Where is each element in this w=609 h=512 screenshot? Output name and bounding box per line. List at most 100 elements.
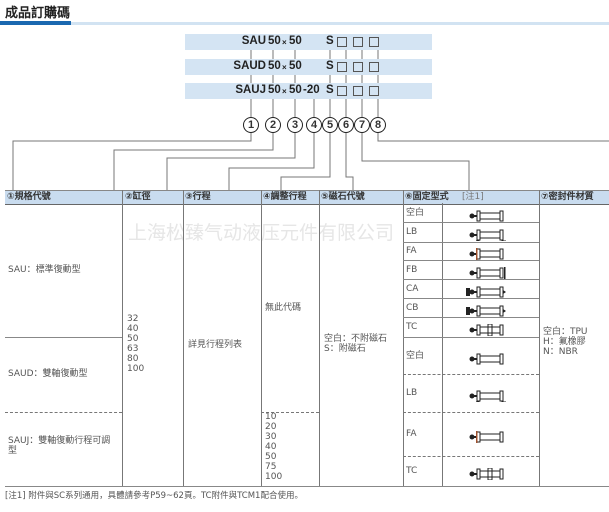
column-divider <box>403 190 404 486</box>
row-divider <box>403 337 539 338</box>
position-marker-6: 6 <box>338 117 354 133</box>
adjust-values: 10 20 30 40 50 75 100 <box>265 412 283 482</box>
title-bar-line <box>71 22 609 25</box>
option-placeholder-box <box>337 86 347 96</box>
cylinder-mount-blank-icon <box>466 207 516 221</box>
title-bar-accent <box>0 21 71 25</box>
cylinder-mount-tc-icon <box>466 465 516 481</box>
mount-code: TC <box>406 322 418 332</box>
option-placeholder-box <box>369 62 379 72</box>
row-divider <box>261 412 319 413</box>
row-divider <box>403 242 539 243</box>
footnote: [注1] 附件與SC系列通用，具體請參考P59~62頁。TC附件與TCM1配合使… <box>5 491 303 501</box>
code-stroke: 50 <box>289 35 302 47</box>
header-spec: ①規格代號 <box>7 192 51 202</box>
bore-values: 32 40 50 63 80 100 <box>127 314 145 374</box>
row-divider <box>403 456 539 457</box>
header-seal: ⑦密封件材質 <box>541 192 594 202</box>
column-divider <box>319 190 320 486</box>
code-model: SAUD <box>233 60 266 72</box>
cylinder-mount-lb-icon <box>466 226 516 242</box>
position-marker-7: 7 <box>354 117 370 133</box>
code-bore: 50 <box>268 84 281 96</box>
mount-code: LB <box>406 227 418 237</box>
row-divider <box>403 298 539 299</box>
column-divider <box>122 190 123 486</box>
position-marker-4: 4 <box>306 117 322 133</box>
column-divider <box>539 190 540 486</box>
row-divider <box>5 412 122 413</box>
position-marker-2: 2 <box>265 117 281 133</box>
mount-code: LB <box>406 388 418 398</box>
mount-code: TC <box>406 466 418 476</box>
row-divider <box>403 279 539 280</box>
seal-options: 空白：TPU H：氟橡膠 N：NBR <box>543 327 588 357</box>
row-divider <box>403 374 539 375</box>
option-placeholder-box <box>337 37 347 47</box>
mount-code: CB <box>406 302 419 313</box>
position-marker-3: 3 <box>287 117 303 133</box>
header-mount: ⑥固定型式 <box>405 192 449 202</box>
position-marker-1: 1 <box>243 117 259 133</box>
header-bore: ②缸徑 <box>125 192 151 202</box>
code-mag: S <box>326 60 334 72</box>
position-marker-8: 8 <box>370 117 386 133</box>
magnet-options: 空白：不附磁石 S：附磁石 <box>324 334 388 354</box>
row-divider <box>403 222 539 223</box>
code-x: × <box>282 38 287 47</box>
cylinder-mount-cb-icon <box>465 302 516 316</box>
code-mag: S <box>326 35 334 47</box>
column-divider <box>261 190 262 486</box>
header-magnet: ⑤磁石代號 <box>321 192 365 202</box>
cylinder-mount-fb-icon <box>466 264 516 279</box>
cylinder-mount-blank-icon <box>466 350 516 364</box>
option-placeholder-box <box>369 37 379 47</box>
spec-sauj: SAUJ：雙軸復動行程可調型 <box>8 436 111 456</box>
option-placeholder-box <box>337 62 347 72</box>
option-placeholder-box <box>353 86 363 96</box>
cylinder-mount-lb-icon <box>466 387 516 403</box>
column-divider <box>183 190 184 486</box>
row-divider <box>403 317 539 318</box>
code-stroke: 50 <box>289 60 302 72</box>
code-x: × <box>282 87 287 96</box>
cylinder-mount-fa-icon <box>466 245 516 260</box>
option-placeholder-box <box>353 62 363 72</box>
mount-code: CA <box>406 283 419 294</box>
section-title: 成品訂購碼 <box>5 6 71 21</box>
mount-code: 空白 <box>406 207 425 218</box>
cylinder-mount-tc-icon <box>466 321 516 337</box>
row-divider <box>403 260 539 261</box>
position-marker-5: 5 <box>322 117 338 133</box>
adjust-none: 無此代碼 <box>265 303 302 313</box>
mount-code: FA <box>406 429 417 439</box>
cylinder-mount-fa-icon <box>466 428 516 443</box>
code-x: × <box>282 63 287 72</box>
row-divider <box>403 412 539 413</box>
code-model: SAU <box>241 35 266 47</box>
code-mag: S <box>326 84 334 96</box>
row-divider <box>5 337 122 338</box>
option-placeholder-box <box>369 86 379 96</box>
spec-sau: SAU：標準復動型 <box>8 265 81 275</box>
code-stroke: 50 <box>289 84 302 96</box>
mount-code: FA <box>406 246 417 256</box>
option-placeholder-box <box>353 37 363 47</box>
table-bottom-border <box>5 486 609 487</box>
table-header: ①規格代號 ②缸徑 ③行程 ④調整行程 ⑤磁石代號 ⑥固定型式 [注1] ⑦密封… <box>5 190 609 205</box>
header-adjust: ④調整行程 <box>263 192 307 202</box>
code-bore: 50 <box>268 35 281 47</box>
code-adj: -20 <box>303 84 320 96</box>
column-divider <box>442 203 443 486</box>
mount-code: FB <box>406 264 418 275</box>
stroke-note: 詳見行程列表 <box>188 340 243 350</box>
cylinder-mount-ca-icon <box>465 283 516 297</box>
header-note-ref: [注1] <box>462 192 484 202</box>
spec-saud: SAUD：雙軸復動型 <box>8 369 88 379</box>
code-bore: 50 <box>268 60 281 72</box>
header-stroke: ③行程 <box>185 192 211 202</box>
